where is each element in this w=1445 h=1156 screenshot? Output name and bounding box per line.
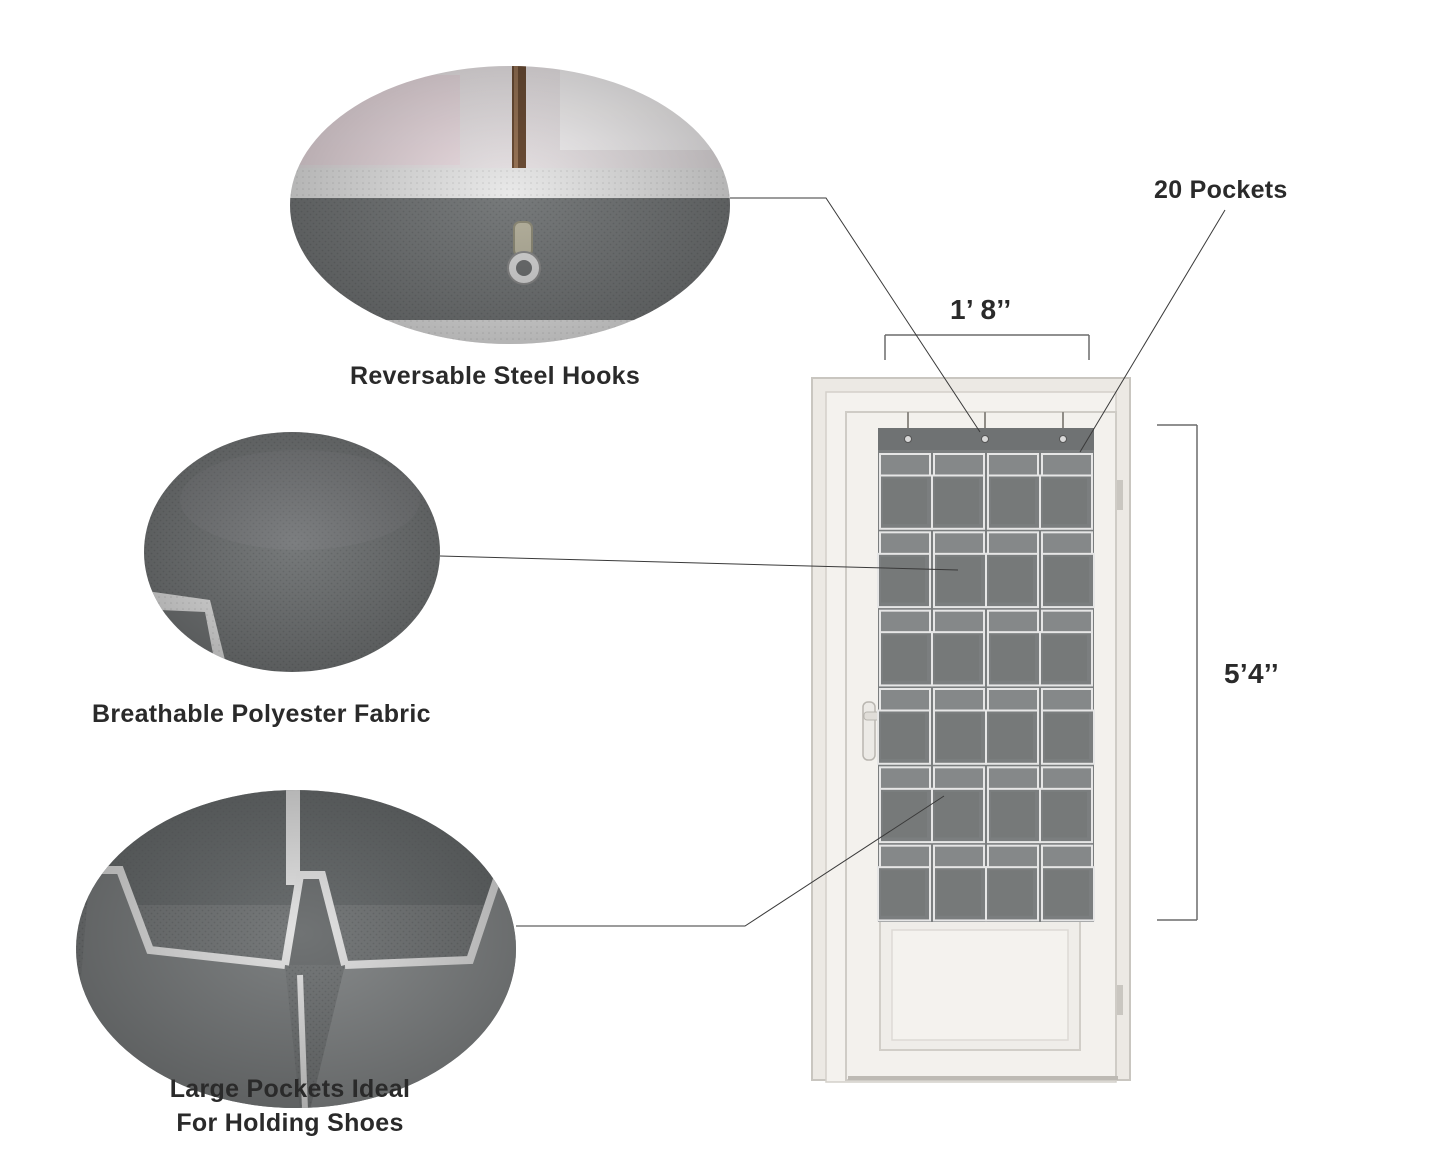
hook-leader-line (730, 197, 981, 433)
pocket-shading (935, 635, 979, 681)
pocket-shading (937, 870, 981, 916)
pocket (1041, 709, 1095, 765)
count-leader-line (1079, 209, 1226, 453)
pocket-shading (937, 713, 981, 760)
pocket (985, 552, 1039, 609)
pocket-shading (991, 478, 1035, 525)
fabric-leader-line (439, 555, 959, 571)
pocket (877, 552, 931, 609)
pockets-caption-line-2: For Holding Shoes (176, 1109, 404, 1137)
pocket-shading (989, 556, 1033, 603)
pocket-backing (879, 531, 931, 557)
pocket-shading (1045, 870, 1089, 916)
pocket-shading (1043, 635, 1087, 681)
pocket-backing (933, 844, 985, 871)
pocket-backing (879, 609, 931, 636)
pocket (1039, 787, 1093, 844)
pocket-count-caption: 20 Pockets (1154, 176, 1288, 204)
pocket (933, 552, 987, 609)
pocket (931, 474, 985, 530)
pocket-backing (987, 453, 1039, 479)
pocket-shading (881, 713, 925, 760)
pocket-backing (933, 688, 985, 714)
fabric-caption: Breathable Polyester Fabric (92, 700, 431, 728)
pocket (877, 866, 931, 922)
pocket (931, 631, 985, 687)
pocket (1041, 866, 1095, 922)
pocket-backing (879, 688, 931, 714)
pocket (985, 866, 1039, 922)
pocket-backing (879, 844, 931, 871)
pocket-backing (879, 766, 931, 792)
pocket-backing (987, 531, 1039, 557)
pocket-backing (1041, 609, 1093, 636)
pocket-backing (879, 453, 931, 479)
pocket-backing (987, 766, 1039, 792)
pocket-backing (987, 688, 1039, 714)
pocket-backing (1041, 531, 1093, 557)
pocket (1039, 474, 1093, 530)
fabric-closeup-image (144, 432, 440, 672)
pocket-backing (1041, 688, 1093, 714)
pocket-shading (991, 635, 1035, 681)
pocket-shading (937, 556, 981, 603)
pocket-shading (1045, 713, 1089, 760)
pocket-shading (883, 478, 927, 525)
pocket (987, 631, 1041, 687)
pocket (879, 631, 933, 687)
pocket-backing (1041, 844, 1093, 871)
pocket-shading (881, 556, 925, 603)
pocket-backing (1041, 766, 1093, 792)
pocket-backing (987, 844, 1039, 871)
height-bracket (1157, 424, 1198, 921)
pockets-caption: Large Pockets Ideal For Holding Shoes (120, 1072, 460, 1140)
pocket-closeup-image (76, 790, 516, 1108)
pocket-shading (883, 791, 927, 838)
pockets-caption-line-1: Large Pockets Ideal (169, 1075, 411, 1103)
hook-closeup-image (290, 66, 730, 344)
pocket-backing (987, 609, 1039, 636)
hooks-caption: Reversable Steel Hooks (350, 362, 641, 390)
pocket-backing (933, 531, 985, 557)
pocket-backing (933, 766, 985, 792)
pocket-shading (989, 713, 1033, 760)
pocket-shading (935, 478, 979, 525)
pocket-shading (881, 870, 925, 916)
pocket-backing (933, 609, 985, 636)
leader-lines (439, 197, 1226, 927)
pocket-shading (991, 791, 1035, 838)
pocket (879, 787, 933, 844)
pocket-leader-line (516, 795, 945, 927)
pocket-shading (935, 791, 979, 838)
pocket-shading (1043, 478, 1087, 525)
pocket-shading (883, 635, 927, 681)
width-dimension: 1’ 8’’ (950, 294, 1012, 325)
height-dimension: 5’4’’ (1224, 658, 1279, 689)
shoe-organizer (877, 412, 1095, 922)
pocket-shading (1045, 556, 1089, 603)
pocket-shading (989, 870, 1033, 916)
pocket (987, 474, 1041, 530)
width-bracket (884, 334, 1090, 360)
pocket-backing (1041, 453, 1093, 479)
pocket (1039, 631, 1093, 687)
pocket (985, 709, 1039, 765)
pocket (1041, 552, 1095, 609)
pocket-backing (933, 453, 985, 479)
pocket (877, 709, 931, 765)
pocket (933, 866, 987, 922)
pocket-shading (1043, 791, 1087, 838)
